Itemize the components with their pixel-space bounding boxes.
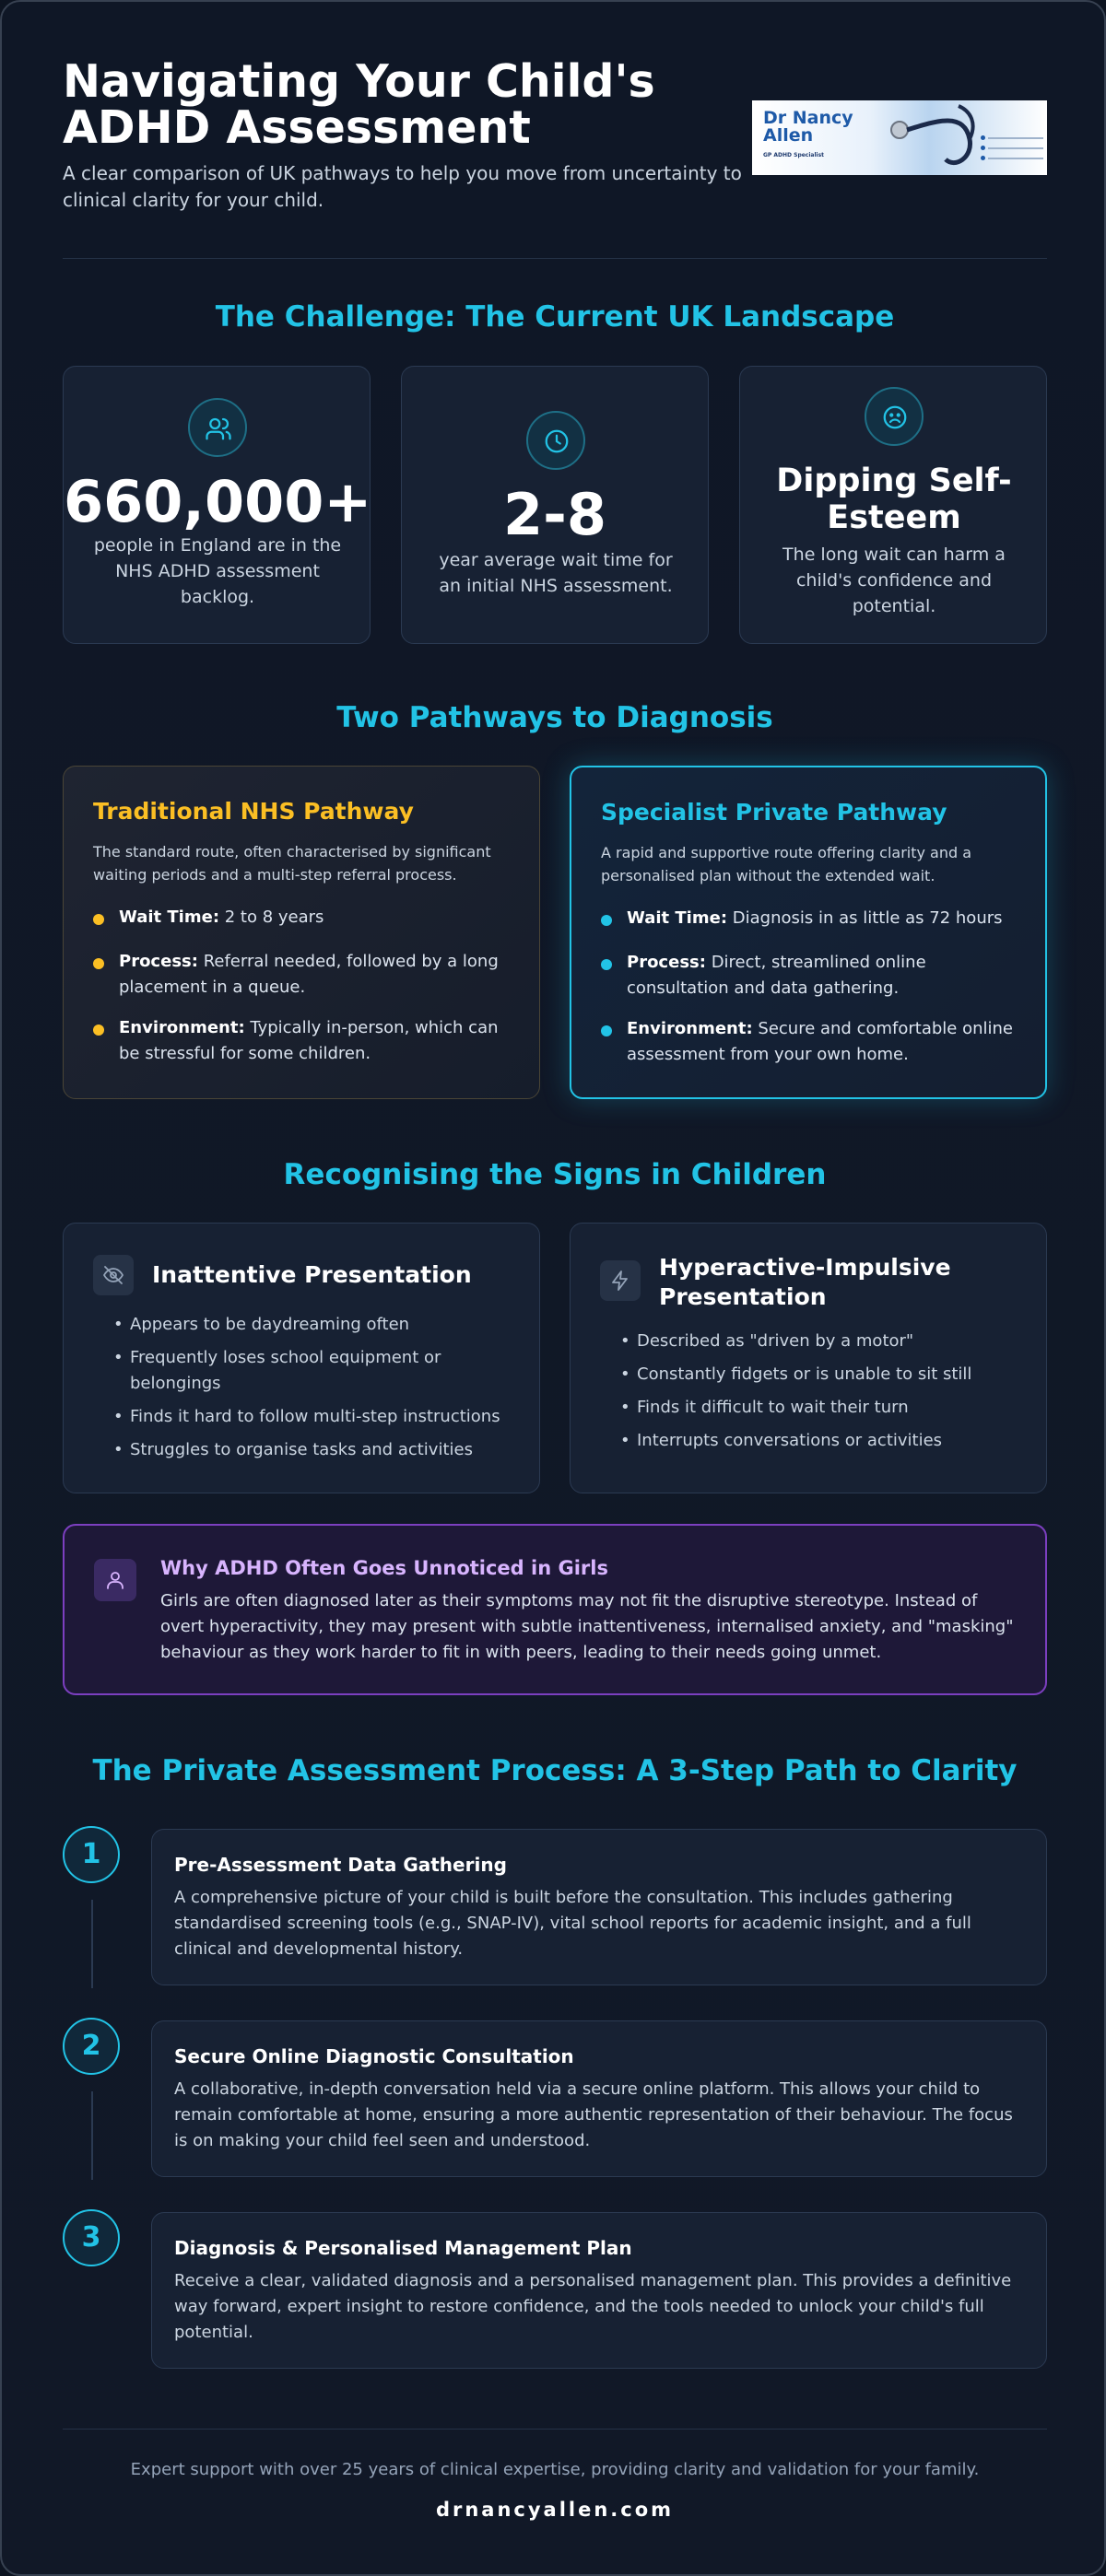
step-card: Diagnosis & Personalised Management Plan… — [151, 2212, 1047, 2369]
nhs-pathway-card: Traditional NHS Pathway The standard rou… — [63, 766, 540, 1099]
hyperactive-card: Hyperactive-Impulsive Presentation Descr… — [570, 1223, 1047, 1493]
footer-url[interactable]: drnancyallen.com — [435, 2499, 675, 2521]
bullet-dot — [93, 914, 104, 925]
bullet-dot — [601, 1025, 612, 1036]
pathways-title: Two Pathways to Diagnosis — [336, 701, 773, 734]
footer-divider — [63, 2429, 1047, 2430]
header-divider — [63, 258, 1047, 259]
hyperactive-list: Described as "driven by a motor" Constan… — [615, 1329, 1020, 1461]
challenge-title: The Challenge: The Current UK Landscape — [215, 300, 895, 334]
private-pathway-description: A rapid and supportive route offering cl… — [601, 844, 972, 884]
list-item: Frequently loses school equipment or bel… — [108, 1345, 513, 1397]
list-item: Finds it difficult to wait their turn — [615, 1395, 1020, 1421]
list-item: Constantly fidgets or is unable to sit s… — [615, 1362, 1020, 1388]
step-card: Pre-Assessment Data Gathering A comprehe… — [151, 1829, 1047, 1985]
stat-description: people in England are in the NHS ADHD as… — [93, 535, 342, 607]
nhs-wait-time: Wait Time: 2 to 8 years — [93, 905, 517, 931]
step-text: A collaborative, in-depth conversation h… — [174, 2079, 1013, 2150]
nhs-environment: Environment: Typically in-person, which … — [93, 1015, 517, 1067]
signs-title: Recognising the Signs in Children — [283, 1158, 827, 1191]
stat-card-backlog: 660,000+ people in England are in the NH… — [63, 366, 371, 644]
process-title: The Private Assessment Process: A 3-Step… — [92, 1754, 1018, 1787]
list-item: Described as "driven by a motor" — [615, 1329, 1020, 1354]
logo-tagline: GP ADHD Specialist — [763, 152, 825, 158]
stethoscope-icon — [890, 104, 975, 166]
step-number: 2 — [63, 2018, 120, 2075]
private-pathway-title: Specialist Private Pathway — [601, 799, 947, 825]
private-process: Process: Direct, streamlined online cons… — [601, 950, 1025, 1001]
bullet-dot — [93, 958, 104, 969]
stat-card-wait-time: 2-8 year average wait time for an initia… — [401, 366, 709, 644]
girls-callout: Why ADHD Often Goes Unnoticed in Girls G… — [63, 1524, 1047, 1695]
logo-name: Dr Nancy Allen — [763, 108, 853, 146]
nhs-process: Process: Referral needed, followed by a … — [93, 949, 517, 1001]
step-title: Secure Online Diagnostic Consultation — [174, 2045, 574, 2067]
users-icon — [188, 398, 247, 457]
stat-value: 660,000+ — [64, 468, 372, 535]
nhs-pathway-title: Traditional NHS Pathway — [93, 798, 414, 825]
private-environment: Environment: Secure and comfortable onli… — [601, 1016, 1025, 1068]
bullet-dot — [601, 915, 612, 926]
footer-text: Expert support with over 25 years of cli… — [130, 2460, 980, 2479]
zap-icon — [600, 1260, 641, 1301]
inattentive-title: Inattentive Presentation — [152, 1261, 472, 1288]
inattentive-list: Appears to be daydreaming often Frequent… — [108, 1312, 513, 1470]
logo: Dr Nancy Allen GP ADHD Specialist — [752, 100, 1047, 175]
step-number: 1 — [63, 1826, 120, 1883]
step-connector — [91, 1900, 93, 1988]
step-number: 3 — [63, 2209, 120, 2266]
bullet-dot — [601, 959, 612, 970]
logo-decoration — [981, 135, 1043, 168]
list-item: Finds it hard to follow multi-step instr… — [108, 1404, 513, 1430]
nhs-pathway-description: The standard route, often characterised … — [93, 843, 491, 884]
list-item: Struggles to organise tasks and activiti… — [108, 1437, 513, 1463]
stat-description: The long wait can harm a child's confide… — [782, 544, 1006, 616]
step-text: A comprehensive picture of your child is… — [174, 1888, 971, 1959]
eye-off-icon — [93, 1255, 134, 1295]
bullet-dot — [93, 1025, 104, 1036]
frown-icon — [865, 387, 924, 446]
inattentive-card: Inattentive Presentation Appears to be d… — [63, 1223, 540, 1493]
user-icon — [94, 1559, 136, 1601]
step-title: Pre-Assessment Data Gathering — [174, 1854, 507, 1876]
list-item: Interrupts conversations or activities — [615, 1428, 1020, 1454]
private-wait-time: Wait Time: Diagnosis in as little as 72 … — [601, 906, 1025, 931]
step-text: Receive a clear, validated diagnosis and… — [174, 2271, 1012, 2342]
step-title: Diagnosis & Personalised Management Plan — [174, 2237, 632, 2259]
page-title: Navigating Your Child's ADHD Assessment — [63, 55, 655, 154]
stat-value: Dipping Self-Esteem — [776, 463, 1012, 536]
list-item: Appears to be daydreaming often — [108, 1312, 513, 1338]
step-card: Secure Online Diagnostic Consultation A … — [151, 2020, 1047, 2177]
stat-value: 2-8 — [502, 481, 606, 548]
clock-icon — [526, 411, 585, 470]
stat-card-self-esteem: Dipping Self-Esteem The long wait can ha… — [739, 366, 1047, 644]
step-connector — [91, 2091, 93, 2180]
hyperactive-title: Hyperactive-Impulsive Presentation — [659, 1254, 951, 1310]
private-pathway-card: Specialist Private Pathway A rapid and s… — [570, 766, 1047, 1099]
stat-description: year average wait time for an initial NH… — [439, 550, 673, 596]
page-subtitle: A clear comparison of UK pathways to hel… — [63, 162, 742, 211]
girls-callout-text: Girls are often diagnosed later as their… — [160, 1591, 1014, 1662]
girls-callout-title: Why ADHD Often Goes Unnoticed in Girls — [160, 1557, 608, 1579]
